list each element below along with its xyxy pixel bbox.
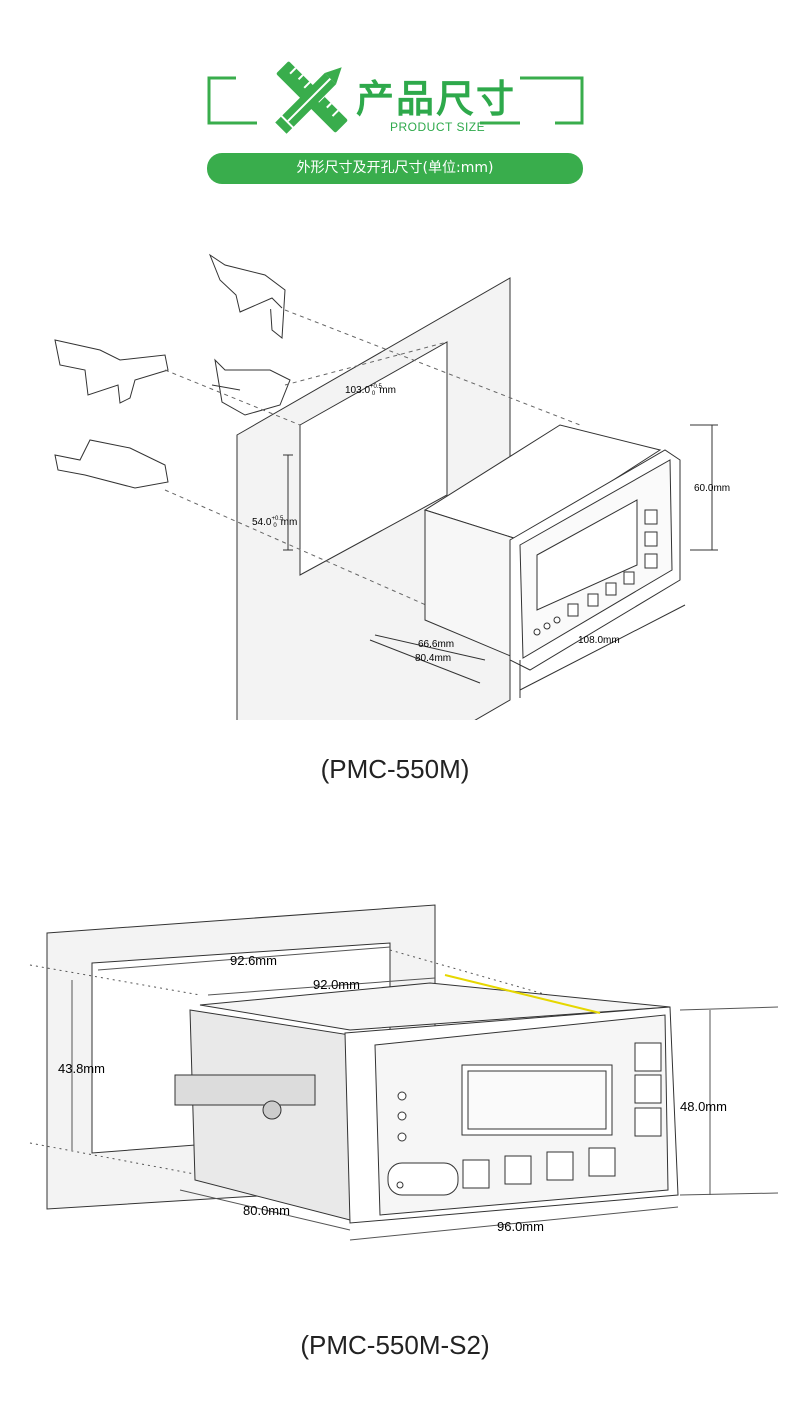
cutout-height-label-2: 43.8mm xyxy=(58,1061,105,1076)
diagram-pmc-550m-s2: 92.6mm 92.0mm 43.8mm 48.0mm 80.0mm 96.0m… xyxy=(29,904,779,1241)
width-label-2: 96.0mm xyxy=(497,1219,544,1234)
projection-lines-2 xyxy=(29,949,601,1176)
width-label: 108.0mm xyxy=(578,635,620,646)
depth1-label: 66.6mm xyxy=(418,639,454,650)
device-body-2 xyxy=(174,974,679,1224)
height-label-2: 48.0mm xyxy=(680,1099,727,1114)
caption-pmc-550m-s2: (PMC-550M-S2) xyxy=(300,1330,490,1360)
caption-pmc-550m: (PMC-550M) xyxy=(320,754,470,784)
panel-cutout xyxy=(299,341,448,576)
body-width-label-2: 92.0mm xyxy=(313,977,360,992)
mounting-clip-upper xyxy=(208,253,291,416)
depth2-label: 80.4mm xyxy=(415,653,451,664)
height-label: 60.0mm xyxy=(694,483,730,494)
header-graphics xyxy=(207,61,584,134)
section-title: 产品尺寸 xyxy=(356,77,517,121)
dimension-lines xyxy=(283,424,718,698)
right-bracket-icon xyxy=(480,76,584,125)
ruler-pencil-icon xyxy=(275,61,348,134)
mounting-clip-left xyxy=(54,339,169,489)
left-bracket-icon xyxy=(207,76,257,125)
subtitle-banner: 外形尺寸及开孔尺寸(单位:mm) xyxy=(207,153,583,184)
cutout-width-label-2: 92.6mm xyxy=(230,953,277,968)
dimension-lines-2 xyxy=(71,946,779,1241)
depth-label-2: 80.0mm xyxy=(243,1203,290,1218)
section-title-en: PRODUCT SIZE xyxy=(390,120,486,134)
projection-lines xyxy=(164,309,581,621)
device-body xyxy=(423,424,681,671)
